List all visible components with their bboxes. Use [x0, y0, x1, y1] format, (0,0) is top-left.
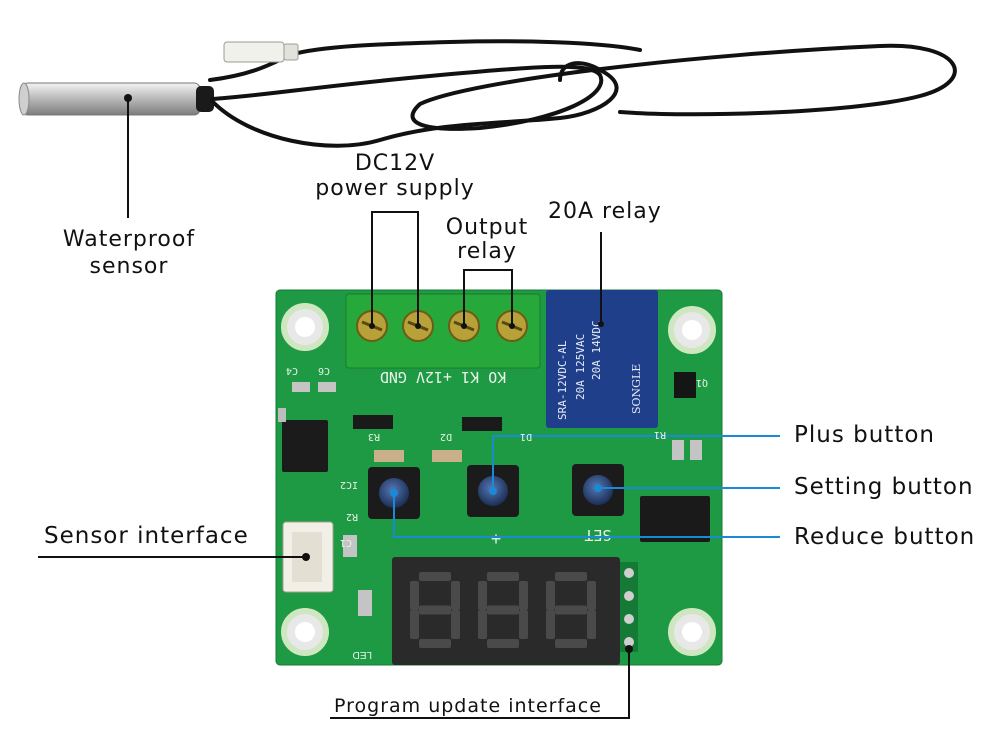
label-output-line2: relay: [457, 239, 517, 264]
program-update-leader: [330, 645, 633, 719]
label-plus-button: Plus button: [794, 422, 935, 448]
silkscreen-d2: D2: [440, 431, 452, 442]
digit-2-segment-1: [487, 572, 519, 581]
digit-1-segment-4: [419, 605, 451, 615]
silkscreen-r3: R3: [368, 431, 380, 442]
voltage-regulator: [278, 408, 328, 472]
silkscreen-c4: C4: [286, 365, 298, 376]
label-waterproof-line2: sensor: [89, 254, 169, 279]
digit-2-segment-5: [478, 610, 487, 639]
waterproof-leader: [124, 94, 132, 218]
mounting-hole-top-left: [281, 303, 329, 351]
label-sensor-interface: Sensor interface: [44, 523, 249, 549]
plus-silkscreen: +: [491, 529, 502, 549]
label-waterproof-line1: Waterproof: [62, 227, 196, 252]
label-output-relay: Output relay: [432, 216, 542, 264]
digit-2-segment-6: [519, 610, 528, 639]
label-waterproof-sensor: Waterproof sensor: [44, 228, 214, 279]
display-digits: [410, 572, 596, 648]
led-silkscreen: LED: [353, 649, 372, 660]
digit-1-segment-1: [419, 572, 451, 581]
mounting-hole-bottom-right: [668, 608, 716, 656]
relay-20a-leader: [598, 232, 604, 327]
set-silkscreen: SET: [584, 526, 611, 544]
relay-module: SRA-12VDC-AL 20A 125VAC 20A 14VDC SONGLE: [546, 290, 658, 428]
label-20a-relay: 20A relay: [548, 199, 662, 224]
silkscreen-r1: R1: [654, 429, 666, 440]
leader-lines: [38, 94, 780, 719]
silkscreen-ic2: IC2: [340, 479, 358, 490]
digit-3-segment-7: [555, 639, 587, 648]
sensor-connector-plug: [223, 41, 299, 63]
reduce-leader: [390, 489, 780, 538]
digit-1-segment-6: [451, 610, 460, 639]
seven-segment-display: [392, 557, 620, 665]
digit-1-segment-5: [410, 610, 419, 639]
relay-line-1: SRA-12VDC-AL: [556, 340, 569, 420]
digit-2-segment-3: [519, 581, 528, 610]
sensor-interface-leader: [38, 553, 310, 561]
silkscreen-c1: C1: [340, 537, 352, 548]
silkscreen-c6: C6: [318, 365, 330, 376]
silkscreen-q1: Q1: [696, 377, 708, 388]
relay-output-leader: [461, 269, 515, 329]
label-setting-button: Setting button: [794, 474, 974, 500]
digit-2-segment-4: [487, 605, 519, 615]
digit-1-segment-2: [410, 581, 419, 610]
setting-leader: [594, 484, 780, 492]
label-output-line1: Output: [445, 215, 529, 240]
label-dc-line2: power supply: [315, 176, 475, 201]
silkscreen-d1: D1: [520, 431, 532, 442]
digit-2-segment-2: [478, 581, 487, 610]
waterproof-sensor-probe: [18, 82, 214, 116]
digit-3-segment-4: [555, 605, 587, 615]
digit-3-segment-2: [546, 581, 555, 610]
terminal-silkscreen: KO K1 +12V GND: [380, 368, 506, 386]
label-dc-line1: DC12V: [354, 151, 436, 176]
sensor-cable: [208, 39, 957, 148]
digit-1-segment-3: [451, 581, 460, 610]
digit-1-segment-7: [419, 639, 451, 648]
label-dc-power: DC12V power supply: [300, 152, 490, 201]
digit-2-segment-7: [487, 639, 519, 648]
power-leader: [369, 211, 421, 329]
mounting-hole-top-right: [668, 306, 716, 354]
label-program-update: Program update interface: [334, 695, 602, 717]
mounting-hole-bottom-left: [281, 608, 329, 656]
label-reduce-button: Reduce button: [794, 524, 976, 550]
microcontroller-chip: [640, 496, 710, 542]
silkscreen-r2: R2: [346, 511, 358, 522]
digit-3-segment-6: [587, 610, 596, 639]
smd-components: [292, 372, 702, 616]
digit-3-segment-1: [555, 572, 587, 581]
terminal-block: [345, 293, 541, 369]
digit-3-segment-3: [587, 581, 596, 610]
relay-line-3: 20A 14VDC: [590, 320, 603, 380]
plus-leader: [489, 435, 780, 495]
relay-brand: SONGLE: [630, 364, 643, 414]
relay-line-2: 20A 125VAC: [574, 334, 587, 400]
digit-3-segment-5: [546, 610, 555, 639]
program-header-pins: [620, 562, 638, 652]
